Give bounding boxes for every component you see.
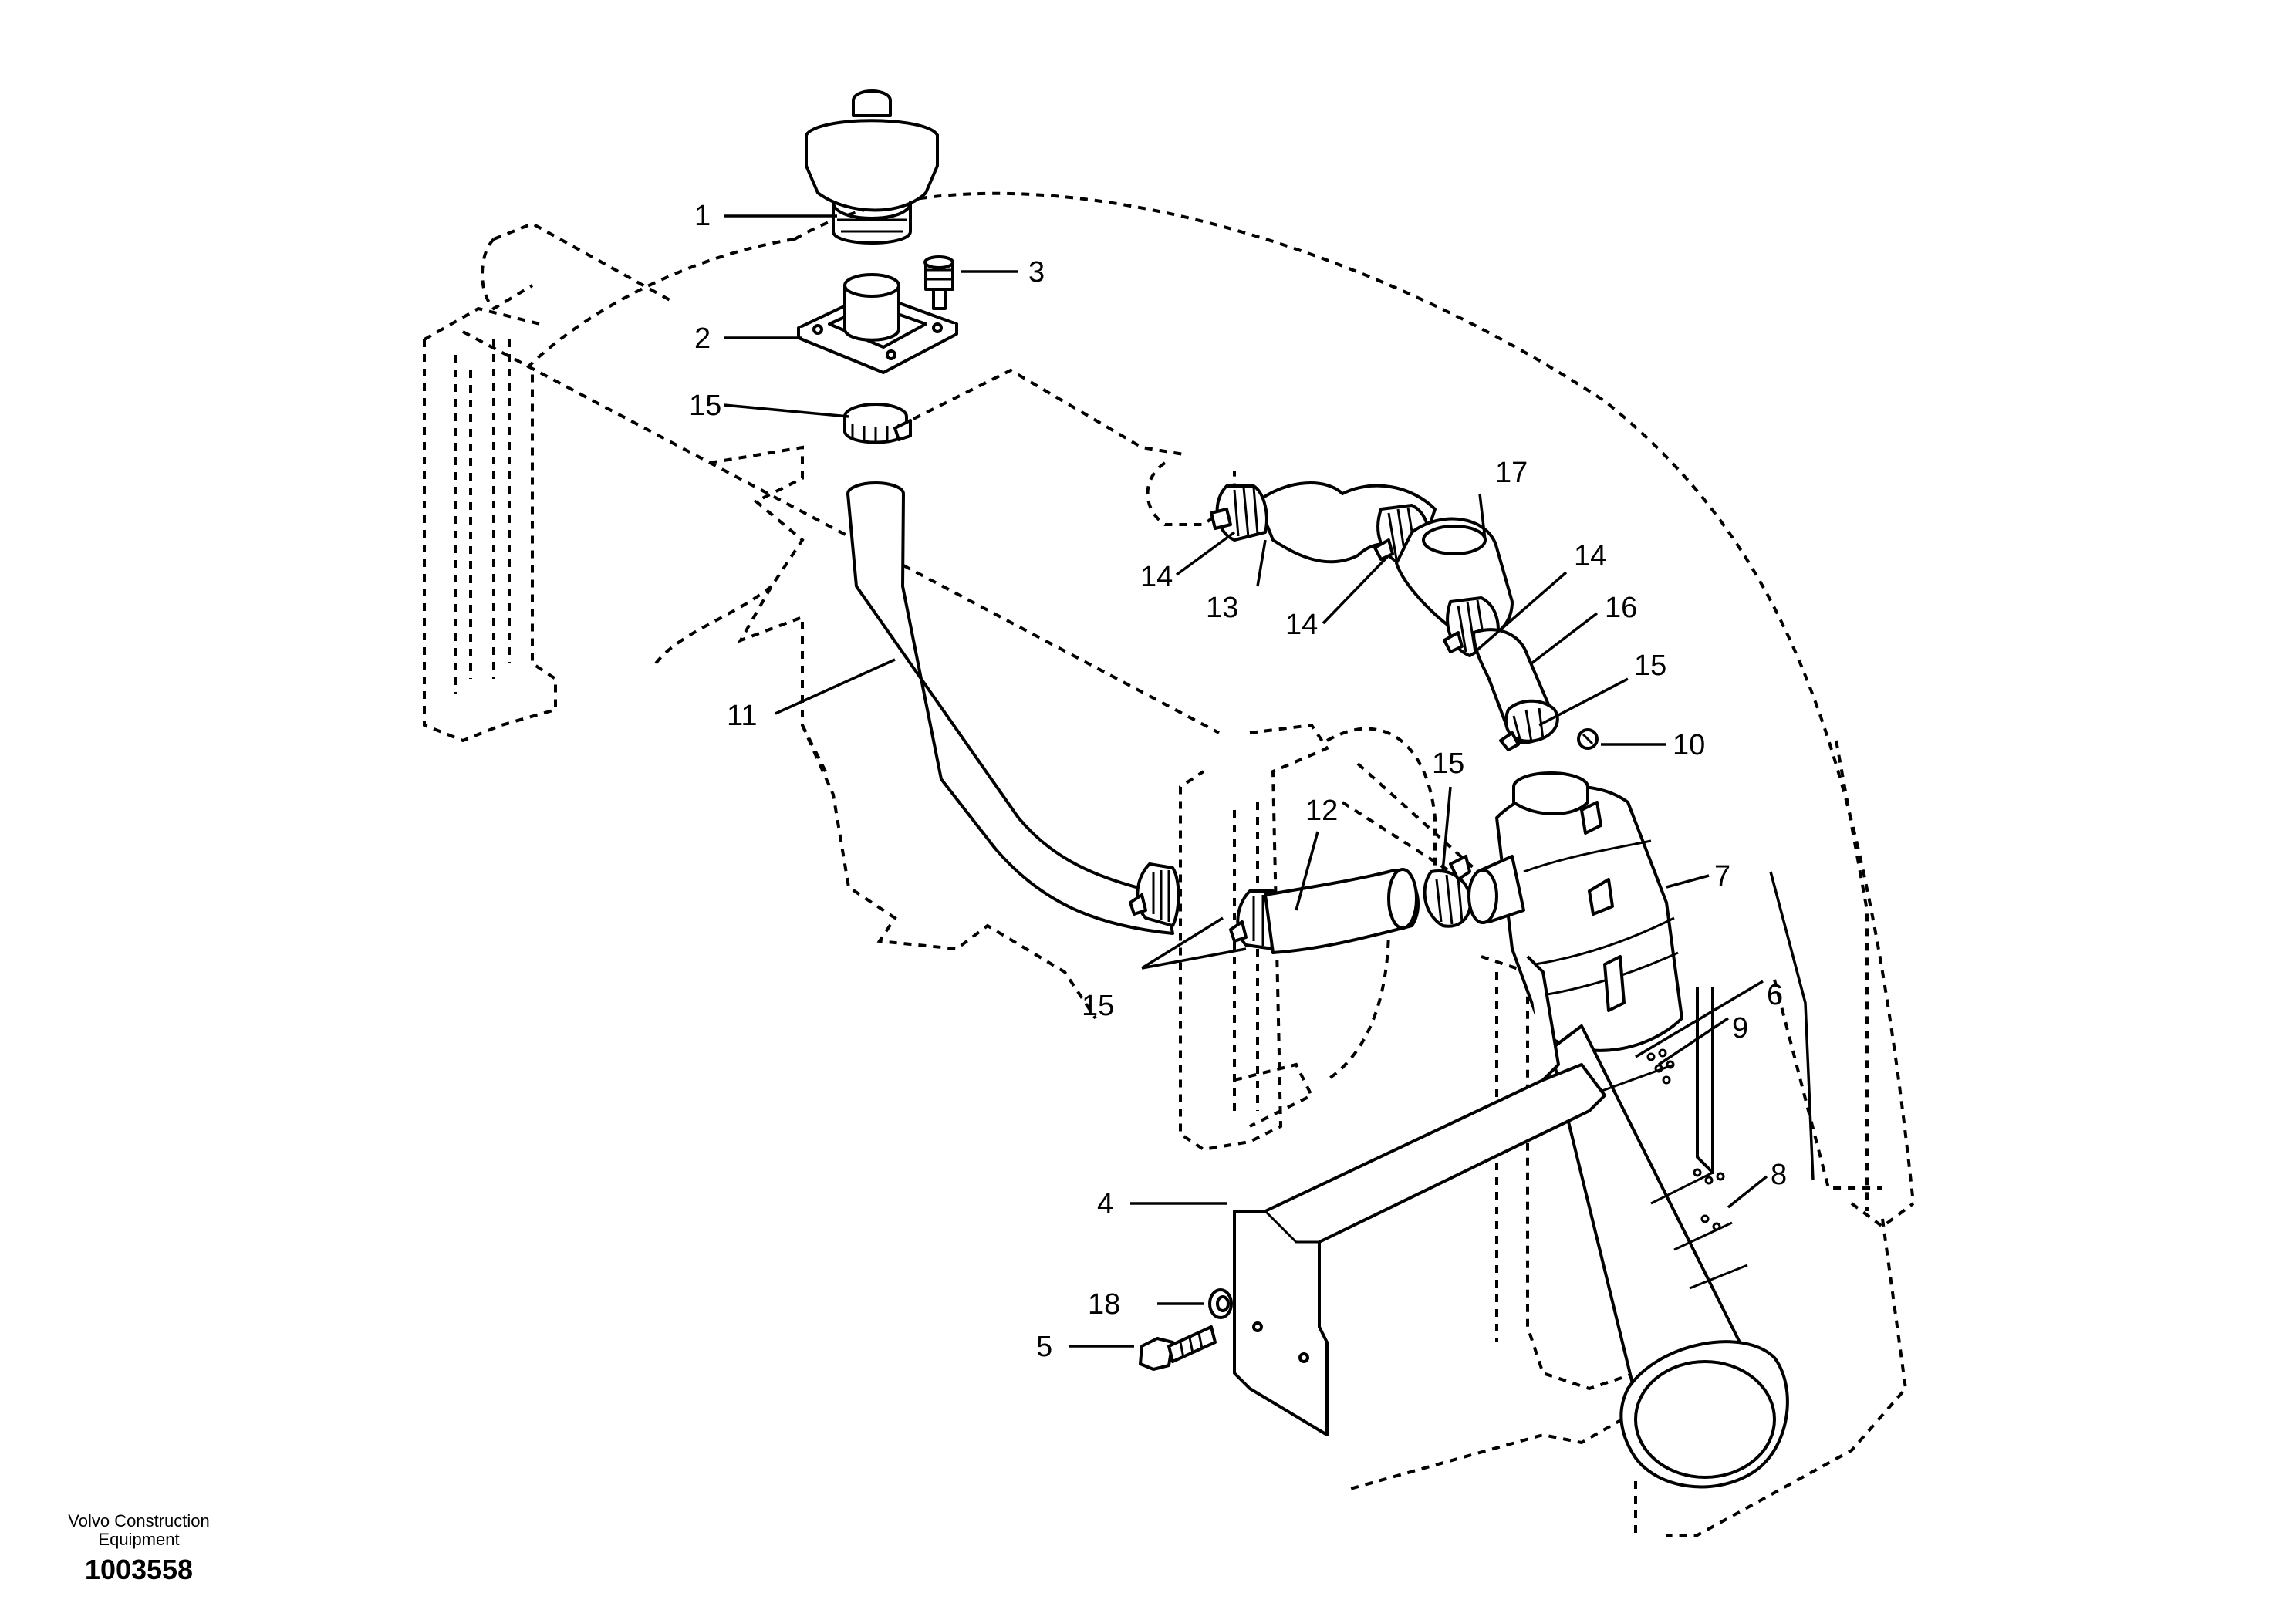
callout-15-lower: 15: [1082, 990, 1114, 1022]
callout-7: 7: [1714, 860, 1730, 893]
cartridge-perforations: [1646, 1048, 1725, 1231]
callout-6: 6: [1767, 979, 1783, 1011]
callout-17: 17: [1495, 457, 1528, 489]
plug-10: [1577, 728, 1599, 750]
filter-cartridge: [1549, 1024, 1789, 1489]
hose-clamp-right: [1499, 699, 1559, 751]
callout-14-right: 14: [1574, 540, 1606, 572]
leader-lines: [723, 214, 1815, 1348]
mounting-plate: [797, 273, 958, 374]
figure-number: 1003558: [84, 1554, 194, 1585]
brand-line-2: Equipment: [98, 1530, 180, 1549]
callout-11: 11: [727, 700, 757, 732]
hose-clamp-lower-left: [1129, 862, 1180, 927]
callout-8: 8: [1771, 1159, 1787, 1191]
callout-16: 16: [1605, 592, 1637, 624]
hose-11: [846, 481, 1174, 935]
callout-3: 3: [1028, 256, 1045, 289]
brand-line-1: Volvo Construction: [68, 1511, 210, 1531]
callout-10: 10: [1673, 729, 1705, 761]
bracket-4: [1233, 955, 1714, 1436]
air-filter-housing: [1467, 771, 1683, 1052]
washer-18: [1208, 1288, 1233, 1319]
callout-2: 2: [694, 322, 711, 355]
callout-5: 5: [1036, 1331, 1052, 1363]
hose-clamp-inlet: [1423, 855, 1472, 928]
callout-14-mid: 14: [1285, 609, 1318, 641]
bolt-3: [923, 255, 954, 310]
brand-caption: Volvo Construction Equipment: [46, 1512, 231, 1549]
hose-12: [1264, 868, 1420, 954]
callout-9: 9: [1732, 1012, 1748, 1045]
callout-15-right: 15: [1634, 650, 1666, 682]
machine-outline: [423, 191, 1915, 1537]
callout-15-inlet: 15: [1432, 748, 1464, 780]
pre-cleaner: [805, 89, 939, 245]
hose-clamp-14-left: [1210, 484, 1268, 542]
hose-clamp-top: [843, 403, 912, 444]
bolt-5: [1139, 1325, 1217, 1371]
callout-13: 13: [1206, 592, 1238, 624]
callout-15-top: 15: [689, 390, 721, 422]
callout-labels: 1 2 3 4 5 6 7 8 9 10 11 12 13 14 14 14 1…: [689, 200, 1787, 1363]
callout-18: 18: [1088, 1288, 1120, 1321]
callout-12: 12: [1305, 795, 1338, 827]
callout-14-left: 14: [1140, 561, 1173, 593]
callout-1: 1: [694, 200, 711, 232]
callout-4: 4: [1097, 1188, 1113, 1220]
